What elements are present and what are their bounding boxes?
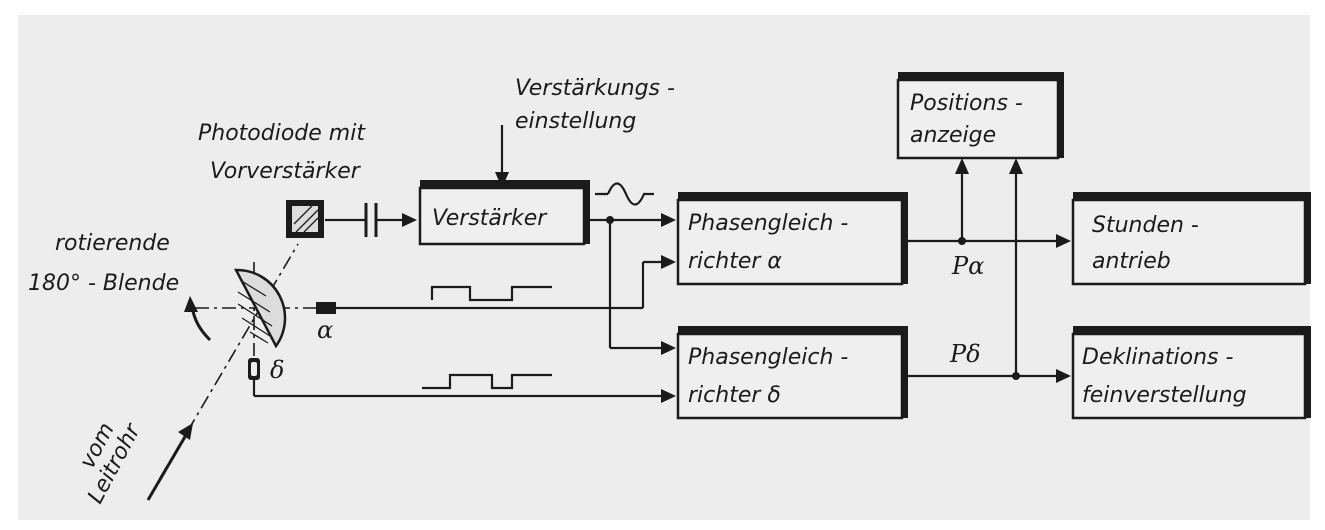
box-declination: [1071, 326, 1311, 420]
declination-label-line1: Deklinations -: [1082, 345, 1233, 370]
rotating-shutter: [184, 200, 336, 380]
box-phase-alpha: [676, 192, 908, 286]
box-amplifier: [418, 180, 590, 246]
square-wave-delta: [422, 373, 552, 390]
hour-drive-label-line2: antrieb: [1092, 249, 1171, 274]
rotating-label-line2: 180° - Blende: [28, 271, 179, 296]
square-wave-alpha: [430, 285, 552, 302]
arrow-into-phase-alpha: [661, 213, 676, 227]
box-position-display: [896, 72, 1064, 160]
position-label-line2: anzeige: [910, 123, 996, 148]
box-phase-delta: [676, 326, 908, 420]
gain-setting-label-line2: einstellung: [515, 109, 636, 134]
phase-delta-label-line2: richter δ: [688, 383, 781, 408]
connection-lines: [159, 125, 1058, 479]
incoming-light-arrowhead: [178, 423, 193, 440]
arrow-into-phase-delta: [661, 341, 676, 355]
arrow-into-position-b: [1009, 158, 1023, 174]
gain-setting-label-line1: Verstärkungs -: [515, 76, 675, 101]
shutter-hatching: [237, 279, 273, 344]
alpha-symbol: α: [317, 316, 333, 344]
arrow-into-amplifier-left: [402, 213, 417, 227]
amplifier-label: Verstärker: [432, 206, 548, 231]
declination-label-line2: feinverstellung: [1082, 383, 1247, 408]
hour-drive-label-line1: Stunden -: [1092, 213, 1199, 238]
half-disc-shutter: [233, 268, 287, 349]
signal-symbols: [422, 182, 654, 390]
phase-alpha-label-line2: richter α: [688, 249, 782, 274]
arrow-into-hour-drive: [1056, 234, 1071, 248]
arrow-into-phase-delta-ref: [661, 389, 676, 403]
position-label-line1: Positions -: [910, 91, 1023, 116]
arrow-into-position-a: [955, 158, 969, 174]
phase-alpha-label-line1: Phasengleich -: [688, 211, 848, 236]
box-hour-drive: [1071, 192, 1311, 286]
delta-symbol: δ: [270, 356, 284, 384]
p-delta-label: Pδ: [949, 340, 981, 368]
photodiode-label-line2: Vorverstärker: [210, 159, 362, 184]
rotating-label-line1: rotierende: [55, 231, 170, 256]
arrow-into-declination: [1056, 369, 1071, 383]
p-alpha-label: Pα: [951, 252, 984, 280]
incoming-light-arrow: [146, 434, 188, 501]
alpha-sensor: [316, 302, 336, 314]
rotation-arrowhead: [184, 296, 198, 312]
photodiode-label-line1: Photodiode mit: [198, 121, 366, 146]
junction-dots: [606, 216, 1020, 380]
phase-delta-label-line1: Phasengleich -: [688, 345, 848, 370]
arrow-into-phase-alpha-ref: [661, 255, 676, 269]
sine-wave-symbol: [595, 182, 654, 206]
